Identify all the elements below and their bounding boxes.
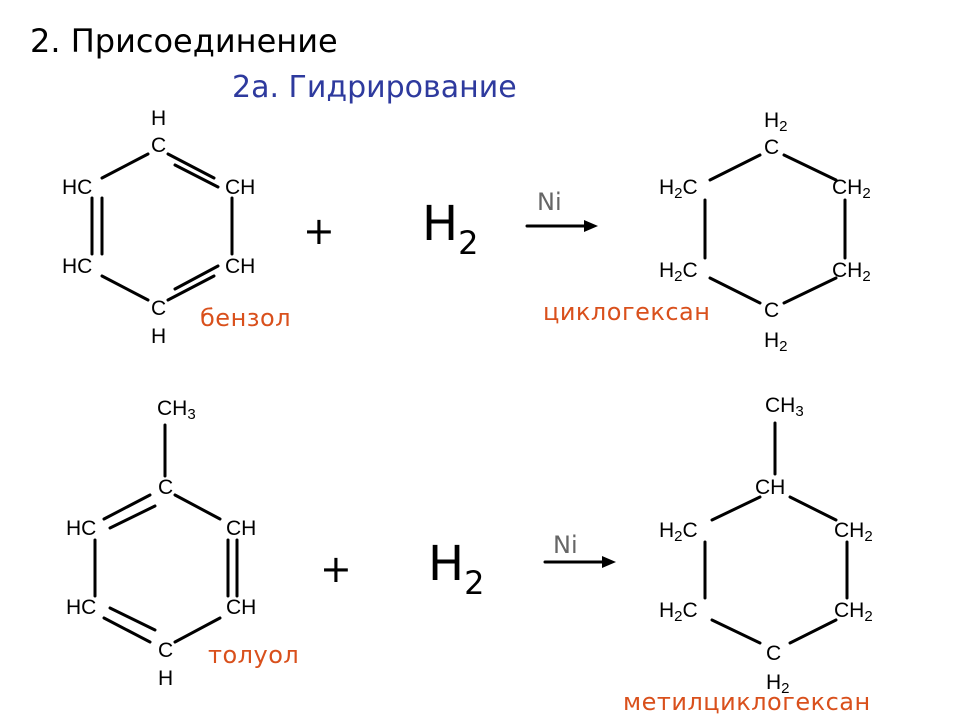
atom-label: CH2: [834, 519, 873, 545]
atom-label: H2C: [659, 519, 698, 545]
atom-label: CH: [225, 176, 256, 199]
bond: [102, 493, 152, 521]
bond: [102, 616, 152, 644]
hydrogen-reagent: H2: [422, 196, 479, 262]
hydrogen-reagent: H2: [428, 536, 485, 602]
atom-label: HC: [66, 596, 97, 619]
compound-name-toluene: толуол: [208, 641, 300, 669]
atom-label: CH3: [157, 397, 196, 423]
atom-label: H: [158, 667, 174, 690]
atom-label: CH2: [834, 599, 873, 625]
bond: [173, 493, 222, 521]
section-subtitle: 2а. Гидрирование: [232, 70, 517, 105]
bond: [708, 153, 762, 182]
atom-label: CH: [226, 596, 257, 619]
atom-label: CH: [755, 476, 786, 499]
atom-label: C: [766, 642, 782, 665]
atom-label: H: [151, 107, 167, 130]
atom-label: H2C: [659, 176, 698, 202]
reaction-arrow-head: [602, 556, 616, 568]
atom-label: CH2: [832, 259, 871, 285]
bond: [100, 274, 150, 302]
atom-label: H2: [766, 671, 790, 697]
bond: [782, 153, 838, 182]
bond: [708, 276, 762, 305]
atom-label: HC: [66, 517, 97, 540]
atom-label: H: [151, 325, 167, 348]
compound-name-methylcyclohexane: метилциклогексан: [623, 688, 871, 716]
bond: [710, 495, 762, 522]
bond: [173, 264, 220, 291]
bond: [173, 163, 220, 189]
bond: [108, 504, 157, 530]
bond: [788, 618, 838, 645]
atom-label: H2: [764, 329, 788, 355]
atom-label: C: [764, 299, 780, 322]
atom-label: H2C: [659, 599, 698, 625]
atom-label: HC: [62, 176, 93, 199]
atom-label: CH2: [832, 176, 871, 202]
atom-label: H2: [764, 109, 788, 135]
atom-label: CH: [225, 255, 256, 278]
catalyst-label: Ni: [537, 188, 562, 216]
atom-label: C: [151, 297, 167, 320]
bond: [710, 618, 762, 645]
plus-sign: +: [303, 209, 335, 253]
bond: [166, 152, 216, 180]
atom-label: C: [764, 136, 780, 159]
bond: [166, 274, 216, 302]
atom-label: H2C: [659, 259, 698, 285]
atom-label: C: [151, 134, 167, 157]
bond: [108, 606, 157, 632]
atom-label: C: [158, 476, 174, 499]
atom-label: CH3: [765, 394, 804, 420]
compound-name-benzene: бензол: [200, 304, 292, 332]
atom-label: C: [158, 639, 174, 662]
compound-name-cyclohexane: циклогексан: [543, 298, 711, 326]
bond: [782, 276, 838, 305]
atom-label: CH: [226, 517, 257, 540]
reaction-arrow-head: [584, 220, 598, 232]
bond: [788, 495, 838, 522]
bond: [173, 616, 222, 644]
plus-sign: +: [320, 547, 352, 591]
catalyst-label: Ni: [553, 531, 578, 559]
bond: [100, 152, 150, 180]
page-title: 2. Присоединение: [30, 22, 338, 60]
atom-label: HC: [62, 255, 93, 278]
